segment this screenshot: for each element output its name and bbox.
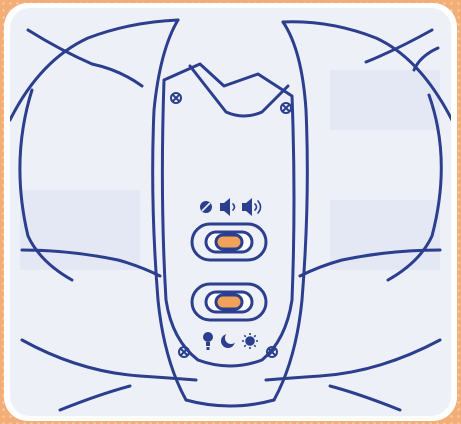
- mode-switch-knob[interactable]: [216, 295, 242, 309]
- volume-switch-knob[interactable]: [216, 235, 242, 249]
- off-symbol-icon: [200, 201, 212, 213]
